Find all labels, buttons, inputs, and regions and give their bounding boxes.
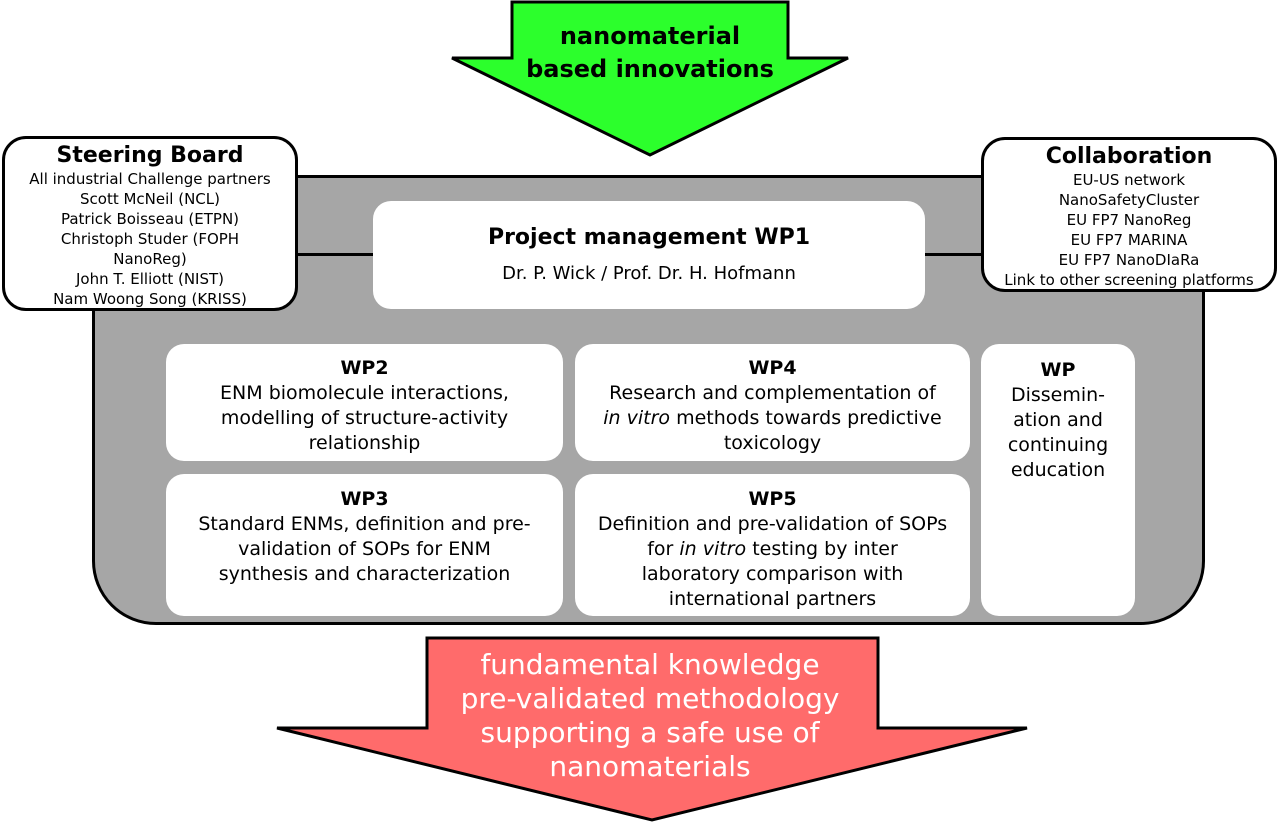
steering-board-title: Steering Board [56, 143, 244, 168]
wp4-title: WP4 [748, 357, 797, 379]
wp4-card: WP4 Research and complementation of in v… [575, 344, 970, 461]
wp4-description: Research and complementation of in vitro… [603, 382, 942, 454]
top-arrow-shape [451, 0, 849, 157]
steering-board-item: John T. Elliott (NIST) [75, 270, 225, 288]
steering-board-item: NanoReg) [113, 250, 187, 268]
wp3-card: WP3 Standard ENMs, definition and pre-va… [166, 474, 563, 616]
bottom-arrow-shape [276, 636, 1028, 822]
steering-board-item: Nam Woong Song (KRISS) [53, 290, 247, 308]
bottom-arrow-text: fundamental knowledge pre-validated meth… [460, 648, 840, 783]
top-arrow-text: nanomaterial based innovations [526, 22, 774, 83]
wp2-description: ENM biomolecule interactions, modelling … [220, 382, 509, 454]
steering-board-item: All industrial Challenge partners [29, 170, 271, 188]
wp3-description: Standard ENMs, definition and pre-valida… [198, 513, 531, 585]
wp5-description: Definition and pre-validation of SOPs fo… [597, 513, 948, 610]
steering-board-list: All industrial Challenge partners Scott … [5, 169, 295, 309]
wp5-title: WP5 [748, 488, 797, 510]
connector-right [923, 253, 983, 256]
wp3-title: WP3 [340, 488, 389, 510]
steering-board-box: Steering Board All industrial Challenge … [2, 136, 298, 311]
collaboration-item: Link to other screening platforms [1004, 271, 1254, 289]
wp-dissemination-card: WP Dissemin-ation and continuing educati… [981, 344, 1135, 616]
steering-board-item: Scott McNeil (NCL) [80, 190, 220, 208]
collaboration-item: EU FP7 NanoDIaRa [1058, 251, 1200, 269]
collaboration-item: EU-US network [1072, 171, 1186, 189]
collaboration-item: NanoSafetyCluster [1058, 191, 1200, 209]
collaboration-list: EU-US network NanoSafetyCluster EU FP7 N… [984, 170, 1274, 290]
connector-left [297, 253, 375, 256]
collaboration-title: Collaboration [1045, 144, 1213, 169]
collaboration-item: EU FP7 NanoReg [1066, 211, 1192, 229]
project-management-leads: Dr. P. Wick / Prof. Dr. H. Hofmann [502, 263, 796, 284]
project-management-title: Project management WP1 [487, 225, 811, 250]
collaboration-box: Collaboration EU-US network NanoSafetyCl… [981, 137, 1277, 292]
collaboration-item: EU FP7 MARINA [1070, 231, 1188, 249]
wp2-title: WP2 [340, 357, 389, 379]
wp-dissemination-title: WP [1040, 359, 1076, 381]
wp5-card: WP5 Definition and pre-validation of SOP… [575, 474, 970, 616]
project-management-card: Project management WP1 Dr. P. Wick / Pro… [373, 201, 925, 309]
steering-board-item: Christoph Studer (FOPH [60, 230, 240, 248]
wp2-card: WP2 ENM biomolecule interactions, modell… [166, 344, 563, 461]
steering-board-item: Patrick Boisseau (ETPN) [60, 210, 240, 228]
wp-dissemination-description: Dissemin-ation and continuing education [1007, 384, 1109, 481]
